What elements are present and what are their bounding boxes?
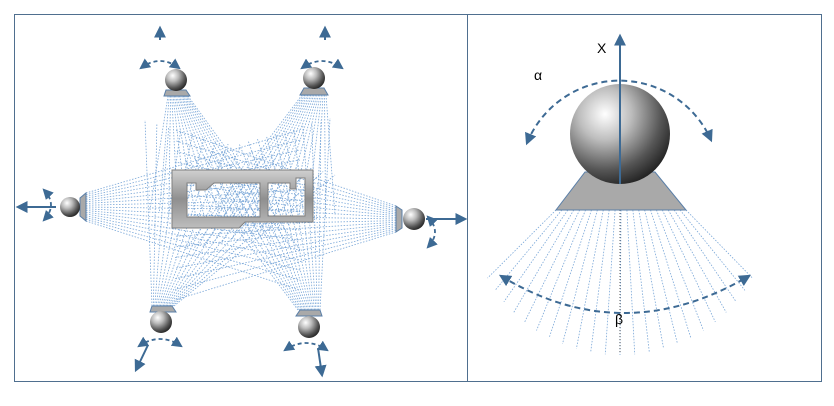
beam-line xyxy=(155,130,182,307)
beam-line xyxy=(171,95,179,218)
beam-line xyxy=(287,94,319,227)
alpha-label: α xyxy=(534,67,542,83)
beam-line xyxy=(311,123,318,311)
sensor-base xyxy=(395,205,403,233)
beam-line xyxy=(650,209,692,338)
rotate-arrow-icon xyxy=(426,215,438,249)
rotate-arrow-icon xyxy=(137,336,183,348)
rotate-arrow-icon xyxy=(300,58,344,70)
move-arrow-icon xyxy=(314,347,327,378)
beam-fans xyxy=(85,94,397,311)
beam-line xyxy=(324,94,327,218)
beam-line xyxy=(174,193,397,217)
alpha-rotation-arrow xyxy=(525,79,713,146)
beam-line xyxy=(172,171,324,307)
beam-line xyxy=(685,209,753,279)
beam-line xyxy=(173,95,198,223)
x-axis-label: X xyxy=(597,40,607,56)
beam-line xyxy=(562,209,598,345)
beam-line xyxy=(575,209,604,349)
beam-line xyxy=(319,117,331,311)
beam-line xyxy=(325,94,336,216)
sensor-top-left xyxy=(139,25,191,97)
sensor-left xyxy=(15,188,87,223)
beam-line xyxy=(656,209,704,331)
beam-line xyxy=(85,129,301,194)
beam-fan-detail xyxy=(487,209,753,356)
sphere-sensor-icon xyxy=(165,69,187,91)
beam-line xyxy=(175,95,207,226)
sensor-base xyxy=(79,191,87,223)
beam-line xyxy=(152,123,158,307)
beam-line xyxy=(632,209,650,353)
beam-line xyxy=(638,209,665,349)
beam-line xyxy=(149,95,169,211)
sensor-base xyxy=(299,87,329,96)
sensor-base xyxy=(149,305,177,313)
beam-line xyxy=(239,144,307,311)
beam-line xyxy=(548,209,592,338)
beam-line xyxy=(503,209,569,303)
beta-rotation-arrow xyxy=(498,274,752,314)
sensor-top-right xyxy=(299,25,344,96)
beam-line xyxy=(174,182,397,215)
beam-line xyxy=(590,209,610,353)
beam-line xyxy=(174,229,397,290)
beam-line xyxy=(168,95,171,216)
beam-line xyxy=(679,209,746,291)
rotate-arrow-icon xyxy=(42,188,54,222)
beam-line xyxy=(662,209,716,323)
sphere-sensor-icon xyxy=(403,208,425,230)
beam-line xyxy=(673,209,737,303)
sensor-bottom-left xyxy=(134,305,183,373)
beam-line xyxy=(169,164,300,307)
beam-line xyxy=(85,139,301,196)
beam-line xyxy=(202,154,302,311)
beam-line xyxy=(266,136,311,311)
beta-label: β xyxy=(615,311,623,327)
beam-line xyxy=(297,94,321,224)
beam-line xyxy=(174,231,397,301)
beam-line xyxy=(487,209,557,279)
beam-line xyxy=(174,225,397,258)
beam-line xyxy=(85,218,301,281)
sensor-right xyxy=(395,205,468,249)
beam-line xyxy=(212,94,307,244)
beam-line xyxy=(302,125,317,311)
beam-line xyxy=(180,95,245,236)
beam-line xyxy=(240,94,312,238)
sphere-sensor-icon xyxy=(150,311,172,333)
rotate-arrow-icon xyxy=(283,340,329,352)
beam-line xyxy=(85,215,301,261)
beam-line xyxy=(178,95,235,233)
move-arrow-icon xyxy=(134,344,149,373)
profile-part-icon xyxy=(171,169,314,229)
sensor-bottom-right xyxy=(283,309,329,378)
sphere-sensor-icon xyxy=(298,316,320,338)
beam-line xyxy=(536,209,586,331)
beam-line xyxy=(174,221,397,237)
beam-line xyxy=(626,209,636,355)
beam-line xyxy=(174,203,397,218)
beam-line xyxy=(524,209,580,323)
beam-line xyxy=(667,209,727,313)
beam-line xyxy=(181,95,254,238)
beam-line xyxy=(193,157,300,311)
beam-line xyxy=(158,95,170,213)
beam-line xyxy=(174,223,397,248)
sphere-sensor-icon xyxy=(303,67,325,89)
beam-line xyxy=(174,214,397,220)
sphere-sensor-icon xyxy=(60,197,80,217)
right-panel-frame xyxy=(467,14,822,382)
beam-line xyxy=(176,95,217,228)
beam-line xyxy=(85,217,301,271)
beam-line xyxy=(144,119,153,307)
beam-line xyxy=(231,94,310,240)
beam-line xyxy=(154,126,170,307)
beam-line xyxy=(644,209,678,345)
beam-line xyxy=(182,95,263,241)
rotate-arrow-icon xyxy=(139,58,181,70)
sensor-base xyxy=(295,309,323,317)
